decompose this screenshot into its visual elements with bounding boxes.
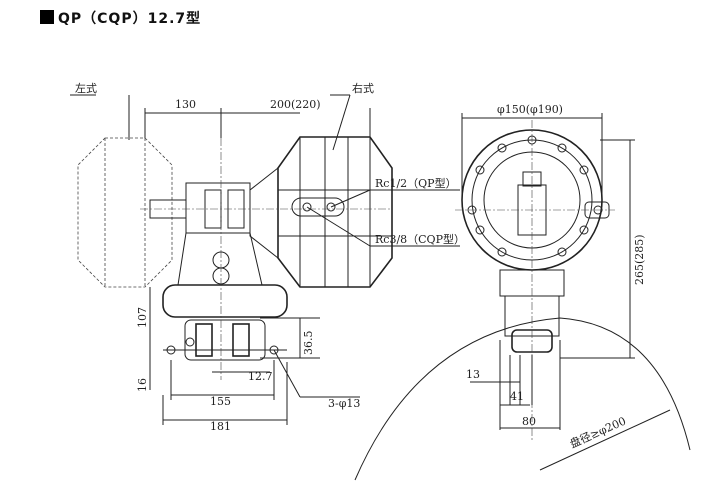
right-type-label: 右式 [352,81,374,95]
disc-diameter-label: 盘径≥φ200 [568,414,628,451]
dim-155: 155 [210,395,231,408]
drawing-title: QP（CQP）12.7型 [40,8,201,28]
dim-107: 107 [136,307,149,328]
port-qp-label: Rc1/2（QP型） [375,176,457,190]
dim-265: 265(285) [633,234,646,285]
port-cqp-label: Rc3/8（CQP型） [375,232,465,246]
right-hand-cylinder [249,136,393,288]
dim-181: 181 [210,420,231,433]
dim-16: 16 [136,378,149,392]
flange-bolt-holes [467,135,603,257]
dim-200: 200(220) [270,98,321,111]
dim-36-5: 36.5 [302,331,315,356]
holes-label: 3-φ13 [328,397,360,410]
dim-150: φ150(φ190) [497,103,563,116]
left-type-label: 左式 [75,82,97,95]
caliper-body [140,110,390,380]
right-view-dimension-lines [354,113,691,481]
dim-130: 130 [175,98,196,111]
dim-13: 13 [466,368,480,381]
left-view-dimension-lines [70,94,460,425]
front-view [455,120,615,440]
title-text: QP（CQP）12.7型 [58,11,202,27]
left-hand-cylinder-dashed [77,137,173,288]
title-marker [40,10,54,24]
dim-41: 41 [510,390,524,403]
dim-80: 80 [522,415,536,428]
dim-12-7: 12.7 [248,370,273,383]
